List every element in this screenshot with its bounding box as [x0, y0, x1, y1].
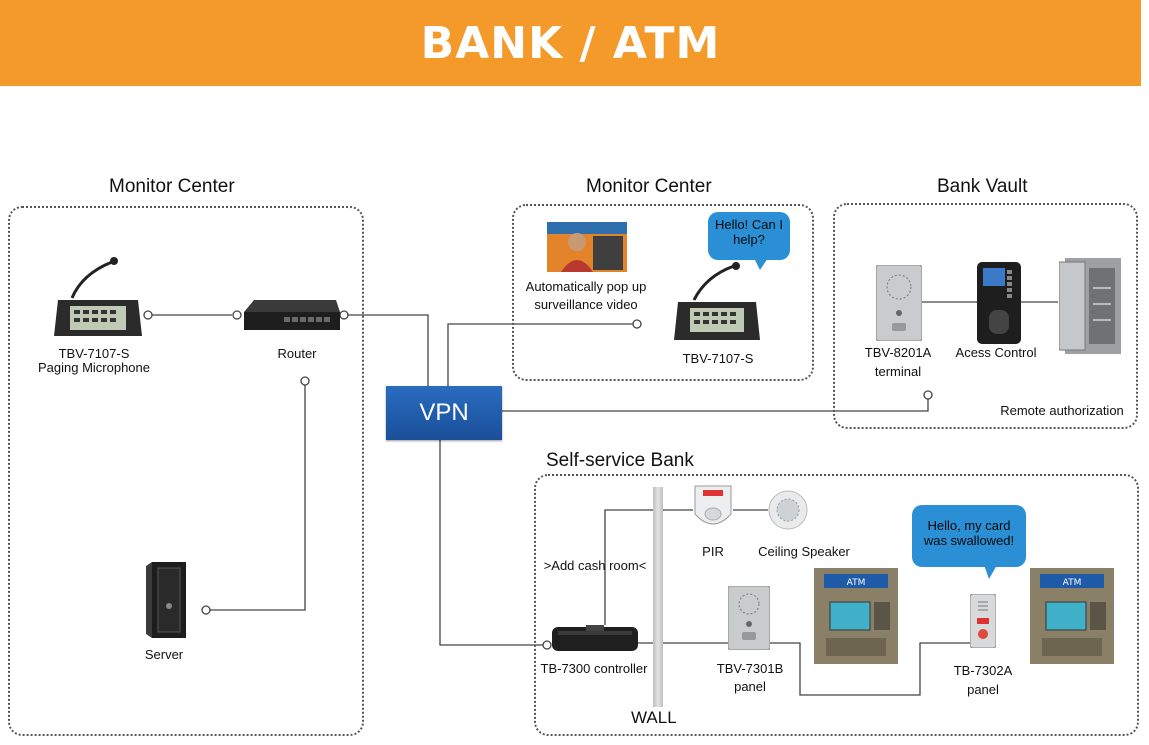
- bubble-hello-line2: help?: [733, 232, 765, 247]
- port-dot: [201, 605, 211, 615]
- atm-machine-icon: ATM: [814, 568, 898, 664]
- router-icon: [244, 300, 340, 330]
- port-dot: [143, 310, 153, 320]
- zone-bank-vault: [833, 203, 1138, 429]
- speech-bubble-hello: Hello! Can I help?: [708, 212, 790, 270]
- server-label: Server: [144, 647, 184, 662]
- access-control-icon: [977, 262, 1021, 344]
- intercom-panel-icon: [728, 586, 770, 650]
- port-dot: [232, 310, 242, 320]
- paging-mic-model: TBV-7107-S: [58, 346, 130, 361]
- pir-sensor-icon: [694, 485, 732, 525]
- zone-title-monitor-mid: Monitor Center: [586, 176, 712, 197]
- controller-label: TB-7300 controller: [540, 661, 648, 676]
- port-dot: [542, 640, 552, 650]
- zone-monitor-center-left: [8, 206, 364, 736]
- mid-mic-model: TBV-7107-S: [682, 351, 754, 366]
- server-icon: [146, 562, 186, 638]
- intercom-terminal-icon: [876, 265, 922, 341]
- zone-self-service-bank: [534, 474, 1139, 736]
- controller-icon: [552, 625, 638, 651]
- panel-7302-desc: panel: [967, 682, 999, 697]
- router-label: Router: [277, 346, 317, 361]
- vault-door-icon: [1059, 258, 1121, 354]
- bubble-card-line2: was swallowed!: [923, 533, 1015, 548]
- panel-7301-desc: panel: [734, 679, 766, 694]
- paging-mic-desc: Paging Microphone: [37, 360, 151, 375]
- vault-terminal-model: TBV-8201A: [864, 345, 932, 360]
- vpn-node: VPN: [386, 386, 502, 440]
- port-dot: [339, 310, 349, 320]
- surveillance-video-icon: [547, 222, 627, 272]
- bubble-card-line1: Hello, my card: [927, 518, 1011, 533]
- atm-sign-text: ATM: [847, 578, 866, 588]
- panel-7302-model: TB-7302A: [953, 663, 1013, 678]
- remote-auth-label: Remote authorization: [1000, 403, 1124, 418]
- wall-label: WALL: [631, 708, 677, 727]
- port-dot: [300, 376, 310, 386]
- port-dot: [632, 319, 642, 329]
- panel-7301-model: TBV-7301B: [716, 661, 784, 676]
- zone-title-monitor-left: Monitor Center: [109, 176, 235, 197]
- paging-microphone-icon: [54, 257, 142, 336]
- atm-machine-icon: ATM: [1030, 568, 1114, 664]
- zone-monitor-center-mid: [512, 204, 814, 381]
- surveillance-label-1: Automatically pop up: [525, 279, 647, 294]
- page-title: BANK / ATM: [420, 17, 721, 69]
- bubble-hello-line1: Hello! Can I: [715, 217, 783, 232]
- paging-microphone-icon: [674, 262, 760, 340]
- vault-terminal-desc: terminal: [874, 364, 922, 379]
- zone-title-self-service: Self-service Bank: [546, 450, 694, 471]
- atm-sign-text: ATM: [1063, 578, 1082, 588]
- speech-bubble-card: Hello, my card was swallowed!: [912, 505, 1026, 579]
- port-dot: [923, 390, 933, 400]
- ceiling-speaker-label: Ceiling Speaker: [758, 544, 850, 559]
- pir-label: PIR: [702, 544, 724, 559]
- ceiling-speaker-icon: [768, 490, 808, 530]
- add-cash-room-label: >Add cash room<: [543, 558, 647, 573]
- wall-divider: [653, 487, 663, 707]
- emergency-panel-icon: [970, 594, 996, 648]
- access-control-label: Acess Control: [955, 345, 1037, 360]
- vpn-label: VPN: [419, 399, 469, 426]
- zone-title-bank-vault: Bank Vault: [937, 176, 1028, 197]
- surveillance-label-2: surveillance video: [534, 297, 638, 312]
- title-banner: BANK / ATM: [0, 0, 1141, 86]
